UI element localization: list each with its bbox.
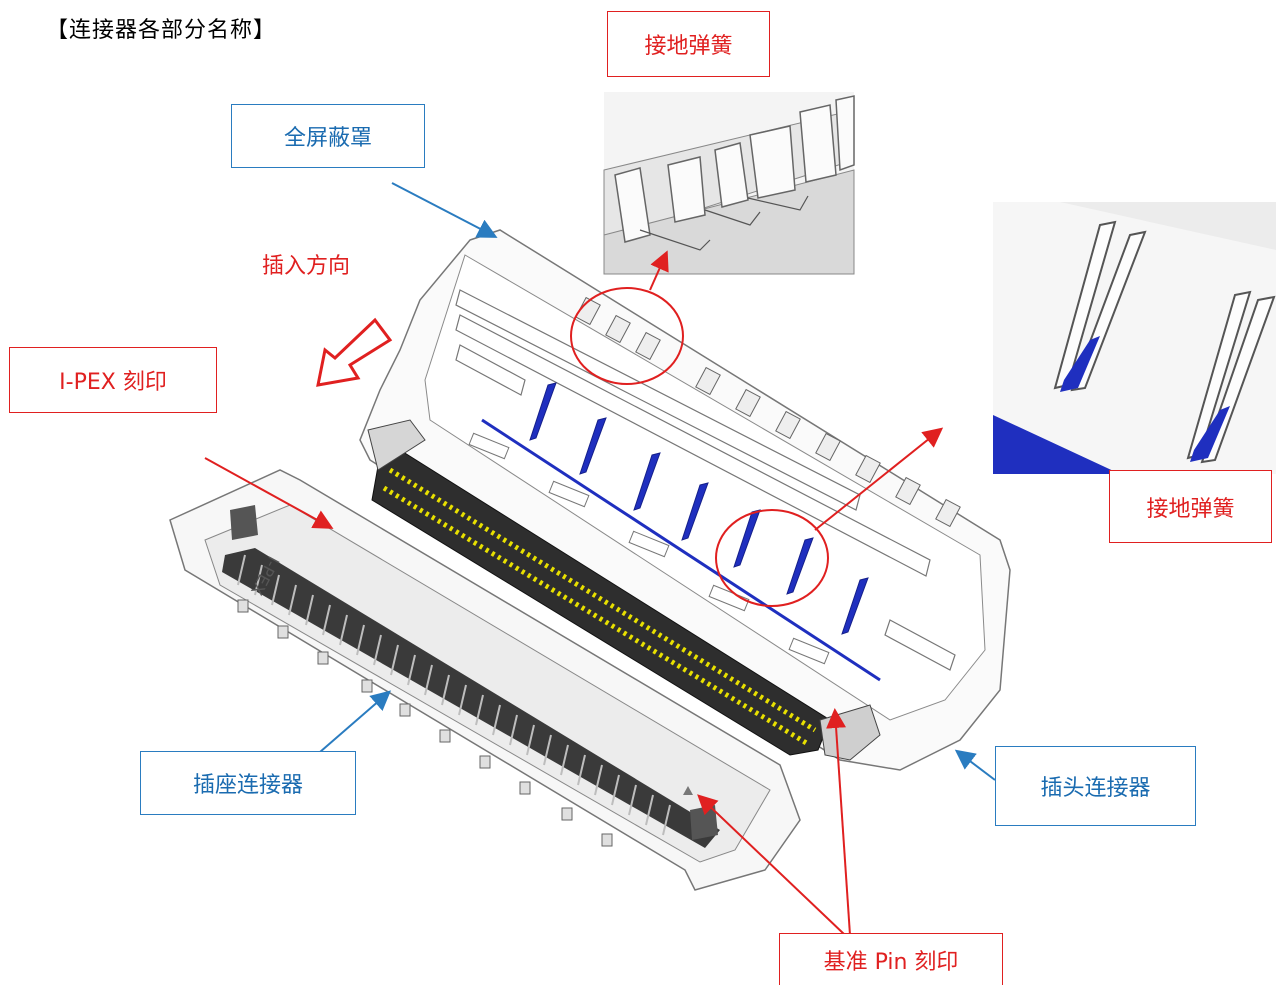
label-ground-spring-right: 接地弹簧 [1109,470,1272,543]
label-pin1-mark: 基准 Pin 刻印 [779,933,1003,985]
leader-pin1-plug [826,708,851,936]
insert-direction-arrow-icon [316,317,393,387]
leader-receptacle [319,690,392,753]
plug-connector [359,229,1011,771]
ground-spring-detail-right [993,202,1276,474]
label-ipex-mark: I-PEX 刻印 [9,347,217,413]
callout-circle-middle [715,509,829,607]
receptacle-connector: I-PEX [169,469,801,891]
label-insert-direction: 插入方向 [262,254,351,279]
leader-right-spring [814,427,944,531]
callout-circle-top [570,287,684,385]
leader-shield [391,182,498,238]
leader-ipex [204,457,334,529]
leader-plug [954,749,996,781]
label-full-shield: 全屏蔽罩 [231,104,425,168]
label-ground-spring-top: 接地弹簧 [607,11,770,77]
label-receptacle-connector: 插座连接器 [140,751,356,815]
ground-spring-detail-top [603,92,855,275]
label-plug-connector: 插头连接器 [995,746,1196,826]
leader-top-spring [649,250,669,291]
page-title: 【连接器各部分名称】 [46,18,277,43]
pin1-triangle-icon [683,786,693,795]
leader-pin1-receptacle [697,794,846,936]
